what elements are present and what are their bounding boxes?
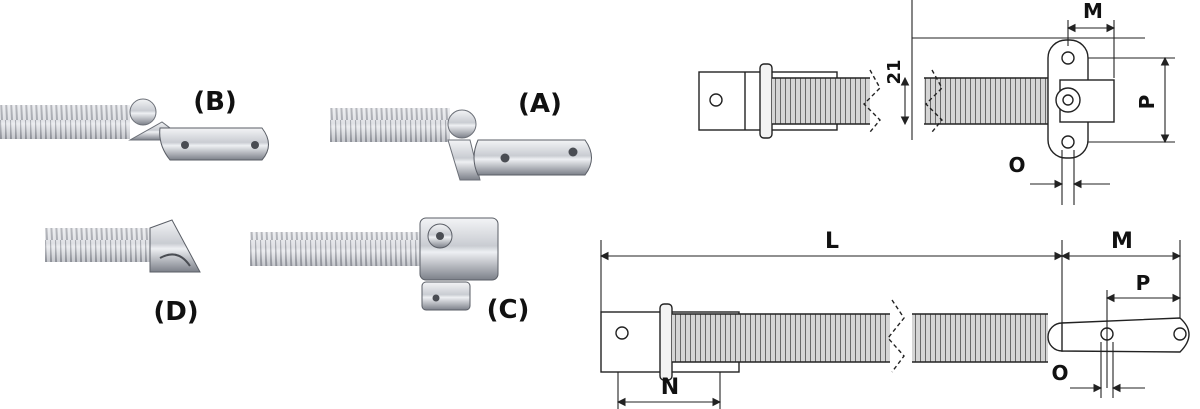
label-a: (A) <box>518 89 562 119</box>
dim-top-o: O <box>1008 153 1025 177</box>
photo-fitting-c <box>250 217 499 311</box>
dim-top-m: M <box>1083 0 1103 23</box>
photo-fitting-b <box>0 98 269 161</box>
drawing-top <box>698 39 1115 159</box>
dim-top-height: 21 <box>884 59 905 84</box>
dim-bottom-p: P <box>1136 271 1151 295</box>
dim-bottom-n: N <box>661 375 679 400</box>
dim-bottom-m: M <box>1111 229 1133 254</box>
dim-top-p: P <box>1135 95 1159 110</box>
photo-fitting-d <box>45 219 201 273</box>
dimensions-bottom <box>599 240 1182 409</box>
dim-bottom-o: O <box>1051 361 1068 385</box>
label-c: (C) <box>487 295 530 325</box>
dim-bottom-l: L <box>825 229 839 254</box>
dimensions-top <box>900 0 1175 205</box>
drawing-bottom <box>600 299 1190 381</box>
label-d: (D) <box>153 297 198 327</box>
label-b: (B) <box>193 87 237 117</box>
photo-fitting-a <box>330 108 592 181</box>
